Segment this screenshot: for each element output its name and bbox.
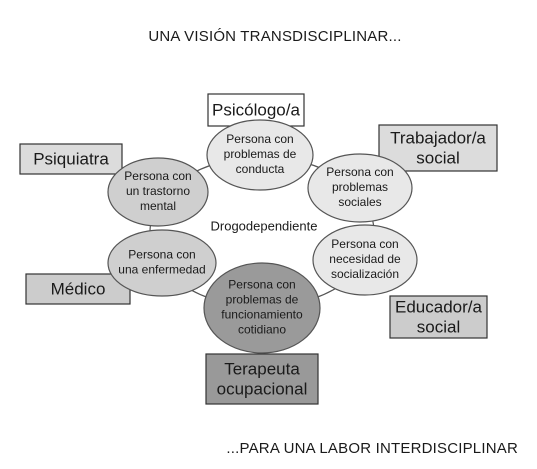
center-label: Drogodependiente xyxy=(211,218,318,233)
node-ellipse-funcionamiento xyxy=(203,262,321,354)
professional-label-medico: Médico xyxy=(51,279,106,298)
professional-box-trabajador xyxy=(378,124,498,172)
professional-box-psiquiatra xyxy=(19,143,123,175)
professional-label-psiquiatra: Psiquiatra xyxy=(33,149,109,168)
diagram-title-top: UNA VISIÓN TRANSDISCIPLINAR... xyxy=(148,28,402,45)
professional-box-educador xyxy=(389,295,488,339)
node-ellipse-trastorno xyxy=(107,157,209,227)
professional-label-psicologo: Psicólogo/a xyxy=(212,100,300,119)
node-ellipse-enfermedad xyxy=(107,229,217,297)
node-ellipse-conducta xyxy=(206,119,314,191)
node-ellipse-socializacion xyxy=(312,224,418,296)
diagram-title-bottom: ...PARA UNA LABOR INTERDISCIPLINAR xyxy=(226,440,518,457)
professional-box-terapeuta xyxy=(205,353,319,405)
node-ellipse-sociales xyxy=(307,153,413,223)
